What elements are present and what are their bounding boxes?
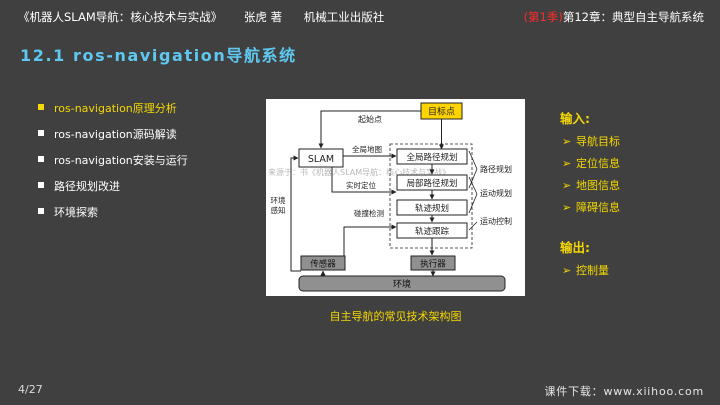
slam-label: SLAM xyxy=(308,154,334,165)
book-info: 《机器人SLAM导航：核心技术与实战》 张虎 著 机械工业出版社 xyxy=(18,9,402,25)
menu-item-install[interactable]: ros-navigation安装与运行 xyxy=(38,152,188,178)
square-bullet-icon xyxy=(38,156,44,162)
arrow-right-icon: ➢ xyxy=(562,179,572,192)
header-bar: 《机器人SLAM导航：核心技术与实战》 张虎 著 机械工业出版社 (第1季)第1… xyxy=(0,0,720,30)
menu-item-exploration[interactable]: 环境探索 xyxy=(38,204,188,230)
menu-item-label: 环境探索 xyxy=(54,206,98,219)
slam-box xyxy=(298,148,344,168)
realtime-loc-label: 实时定位 xyxy=(346,180,376,190)
inputs-heading: 输入: xyxy=(560,111,590,126)
input-label: 定位信息 xyxy=(576,157,620,170)
start-label: 起始点 xyxy=(358,114,382,124)
environment-bar xyxy=(298,275,506,292)
square-bullet-icon xyxy=(38,104,44,110)
square-bullet-icon xyxy=(38,130,44,136)
env-sense-label-1: 环境 xyxy=(271,195,286,205)
menu-item-label: ros-navigation源码解读 xyxy=(54,128,177,141)
watermark-text: 来源于：书《机器人SLAM导航：核心技术与实战》 xyxy=(268,167,450,177)
io-panel: 输入: ➢ 导航目标 ➢ 定位信息 ➢ 地图信息 ➢ 障碍信息 输出: ➢ 控制量 xyxy=(560,108,620,284)
actuator-label: 执行器 xyxy=(420,259,446,270)
input-label: 导航目标 xyxy=(576,135,620,148)
env-sense-label-2: 感知 xyxy=(271,205,286,215)
environment-label: 环境 xyxy=(393,278,411,290)
sensor-box xyxy=(300,255,346,271)
architecture-diagram: 来源于：书《机器人SLAM导航：核心技术与实战》 目标点 起始点 SLAM 全局… xyxy=(266,99,525,296)
goal-label: 目标点 xyxy=(428,106,455,118)
path-plan-label: 路径规划 xyxy=(480,164,512,174)
collision-label: 碰撞检测 xyxy=(354,208,384,218)
square-bullet-icon xyxy=(38,208,44,214)
output-label: 控制量 xyxy=(576,264,609,277)
input-item: ➢ 定位信息 xyxy=(560,155,620,177)
arrow-right-icon: ➢ xyxy=(562,201,572,214)
chapter-info: (第1季)第12章：典型自主导航系统 xyxy=(524,9,704,25)
traj-track-label: 轨迹跟踪 xyxy=(415,226,450,237)
input-item: ➢ 导航目标 xyxy=(560,133,620,155)
input-item: ➢ 地图信息 xyxy=(560,177,620,199)
chapter-label: 第12章：典型自主导航系统 xyxy=(562,10,704,24)
square-bullet-icon xyxy=(38,182,44,188)
arrow-right-icon: ➢ xyxy=(562,264,572,277)
input-item: ➢ 障碍信息 xyxy=(560,199,620,221)
author: 张虎 著 xyxy=(243,10,283,24)
menu-item-principle[interactable]: ros-navigation原理分析 xyxy=(38,100,188,126)
arrow-right-icon: ➢ xyxy=(562,135,572,148)
menu-item-label: ros-navigation原理分析 xyxy=(54,102,177,115)
footer-download[interactable]: 课件下载：www.xiihoo.com xyxy=(544,385,704,398)
publisher: 机械工业出版社 xyxy=(303,10,385,24)
season-label: (第1季) xyxy=(523,10,563,24)
menu-item-label: 路径规划改进 xyxy=(54,180,120,193)
motion-ctrl-label: 运动控制 xyxy=(480,216,512,226)
arrow-right-icon: ➢ xyxy=(562,157,572,170)
page-number: 4/27 xyxy=(18,383,43,396)
global-plan-label: 全局路径规划 xyxy=(406,152,457,163)
menu-item-label: ros-navigation安装与运行 xyxy=(54,154,188,167)
slide-title: 12.1 ros-navigation导航系统 xyxy=(20,46,297,65)
input-label: 障碍信息 xyxy=(576,201,620,214)
input-label: 地图信息 xyxy=(576,179,620,192)
menu-item-source[interactable]: ros-navigation源码解读 xyxy=(38,126,188,152)
output-item: ➢ 控制量 xyxy=(560,262,620,284)
book-title: 《机器人SLAM导航：核心技术与实战》 xyxy=(18,10,223,24)
traj-plan-label: 轨迹规划 xyxy=(415,203,449,214)
menu-item-path-planning[interactable]: 路径规划改进 xyxy=(38,178,188,204)
motion-plan-label: 运动规划 xyxy=(480,188,512,198)
outputs-heading: 输出: xyxy=(560,240,590,255)
global-map-label: 全局地图 xyxy=(352,144,382,154)
local-plan-label: 局部路径规划 xyxy=(406,178,457,189)
figure-caption: 自主导航的常见技术架构图 xyxy=(329,310,462,323)
topic-menu: ros-navigation原理分析 ros-navigation源码解读 ro… xyxy=(38,100,188,230)
sensor-label: 传感器 xyxy=(310,259,336,270)
